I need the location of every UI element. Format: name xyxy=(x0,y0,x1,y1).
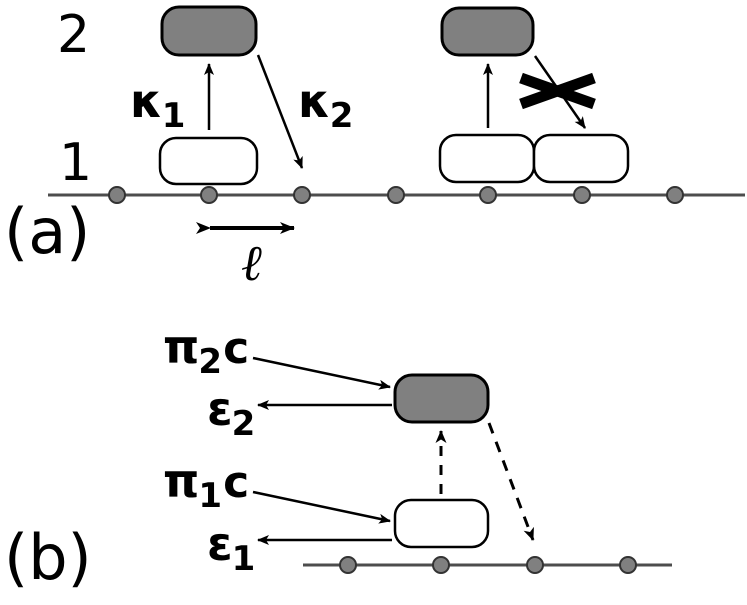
kappa2-subscript: 2 xyxy=(329,96,354,137)
lattice-site-dot xyxy=(108,186,126,204)
epsilon2-symbol: ε xyxy=(207,382,233,436)
pi2c-label: π2c xyxy=(163,324,249,379)
lattice-site-dot xyxy=(573,186,591,204)
kappa1-subscript: 1 xyxy=(161,96,186,137)
panel-b-lattice-sites xyxy=(339,556,637,574)
state2-particle-right xyxy=(440,6,535,57)
state1-particle-b xyxy=(393,498,490,549)
epsilon1-label: ε1 xyxy=(207,521,255,576)
state2-particle-b xyxy=(393,373,490,424)
panel-a-group xyxy=(48,5,745,234)
lattice-site-dot xyxy=(339,556,357,574)
lattice-site-dot xyxy=(293,186,311,204)
state1-particle-right-b xyxy=(532,133,630,184)
detachment-arrow-b xyxy=(487,422,535,541)
kappa2-arrow xyxy=(256,54,304,169)
level-label-1: 1 xyxy=(59,133,93,193)
epsilon2-label: ε2 xyxy=(207,386,255,441)
epsilon2-subscript: 2 xyxy=(231,404,256,445)
pi1c-label: π1c xyxy=(163,458,249,513)
kappa2-symbol: κ xyxy=(298,74,331,128)
pi1c-subscript: 1 xyxy=(198,476,223,517)
lattice-site-dot xyxy=(479,186,497,204)
lattice-site-dot xyxy=(526,556,544,574)
lattice-site-dot xyxy=(666,186,684,204)
pi1c-concentration: c xyxy=(223,457,250,508)
pi2c-subscript: 2 xyxy=(198,342,223,383)
pi2c-arrow xyxy=(252,356,391,390)
panel-a-lattice-sites xyxy=(108,186,684,204)
panel-a-tag: (a) xyxy=(4,195,91,268)
epsilon1-symbol: ε xyxy=(207,517,233,571)
pi2c-concentration: c xyxy=(223,323,250,374)
pi2c-symbol: π xyxy=(163,320,200,374)
kappa1-symbol: κ xyxy=(130,74,163,128)
state1-particle-left xyxy=(158,136,259,186)
lattice-spacing-label: ℓ xyxy=(241,234,262,292)
lattice-site-dot xyxy=(619,556,637,574)
forbidden-x-cross-icon xyxy=(519,72,596,110)
state2-particle-left xyxy=(160,5,258,57)
lattice-site-dot xyxy=(200,186,218,204)
epsilon1-subscript: 1 xyxy=(231,539,256,580)
level-label-2: 2 xyxy=(57,5,91,65)
kappa2-label: κ2 xyxy=(298,78,353,133)
pi1c-arrow xyxy=(252,490,391,524)
lattice-site-dot xyxy=(387,186,405,204)
panel-b-group xyxy=(252,356,672,574)
lattice-site-dot xyxy=(432,556,450,574)
pi1c-symbol: π xyxy=(163,454,200,508)
panel-b-tag: (b) xyxy=(4,521,92,594)
state1-particle-right-a xyxy=(438,133,536,184)
kappa1-label: κ1 xyxy=(130,78,185,133)
